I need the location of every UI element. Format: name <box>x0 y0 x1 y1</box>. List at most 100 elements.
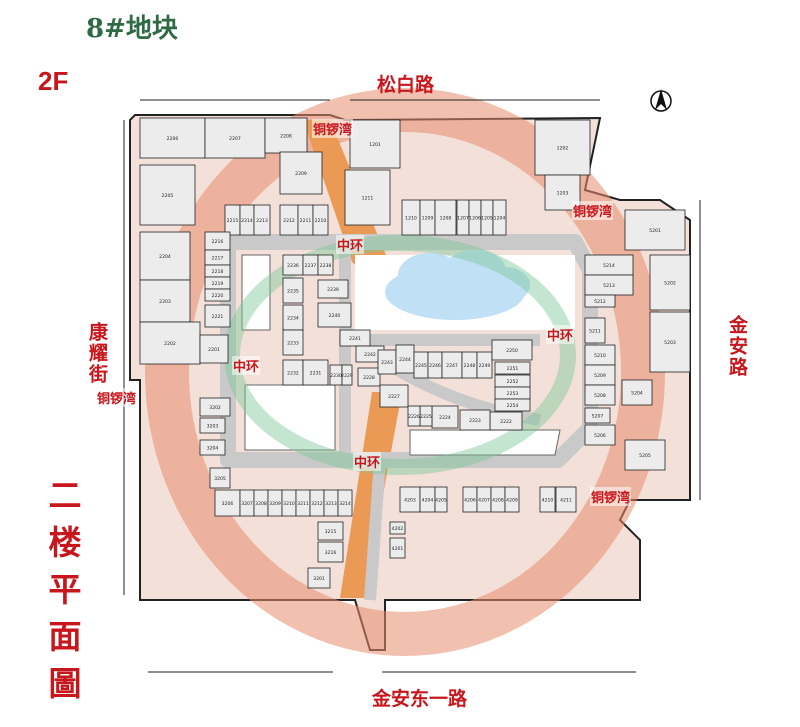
shop-unit-2234[interactable]: 2234 <box>282 304 304 331</box>
shop-unit-4210[interactable]: 4210 <box>539 486 556 513</box>
shop-unit-2237[interactable]: 2237 <box>302 254 319 276</box>
shop-unit-5201[interactable]: 5201 <box>624 209 686 251</box>
shop-unit-5202[interactable]: 5202 <box>649 254 691 311</box>
shop-unit-5212[interactable]: 5212 <box>584 294 616 308</box>
shop-unit-2238[interactable]: 2238 <box>317 254 334 276</box>
shop-unit-3205[interactable]: 3205 <box>209 467 231 489</box>
shop-unit-2220[interactable]: 2220 <box>204 288 231 302</box>
shop-unit-5210[interactable]: 5210 <box>584 344 616 366</box>
shop-unit-3202[interactable]: 3202 <box>199 397 231 417</box>
shop-unit-2253[interactable]: 2253 <box>494 386 531 400</box>
shop-unit-3209[interactable]: 3209 <box>267 489 283 517</box>
shop-unit-2213[interactable]: 2213 <box>253 204 271 236</box>
shop-unit-4206[interactable]: 4206 <box>462 486 478 513</box>
shop-unit-2217[interactable]: 2217 <box>204 249 231 266</box>
shop-unit-2244[interactable]: 2244 <box>395 344 415 374</box>
shop-unit-2248[interactable]: 2248 <box>461 351 478 379</box>
shop-unit-1206[interactable]: 1206 <box>468 199 482 236</box>
shop-unit-3212[interactable]: 3212 <box>309 489 325 517</box>
shop-unit-2218[interactable]: 2218 <box>204 264 231 278</box>
shop-unit-5208[interactable]: 5208 <box>584 384 616 406</box>
shop-unit-3206[interactable]: 3206 <box>214 489 241 517</box>
shop-unit-1211[interactable]: 1211 <box>344 169 391 226</box>
shop-unit-3207[interactable]: 3207 <box>239 489 255 517</box>
shop-unit-5214[interactable]: 5214 <box>584 254 634 276</box>
shop-unit-4201[interactable]: 4201 <box>389 537 406 559</box>
shop-unit-2239[interactable]: 2239 <box>317 279 349 299</box>
shop-unit-2227[interactable]: 2227 <box>379 384 409 408</box>
shop-unit-2233[interactable]: 2233 <box>282 329 304 356</box>
shop-unit-2228[interactable]: 2228 <box>357 367 381 387</box>
shop-unit-2206[interactable]: 2206 <box>139 117 206 159</box>
shop-unit-2222[interactable]: 2222 <box>489 411 523 431</box>
shop-unit-5204[interactable]: 5204 <box>621 379 653 406</box>
shop-unit-2231[interactable]: 2231 <box>302 359 329 386</box>
shop-unit-1201[interactable]: 1201 <box>349 119 401 169</box>
shop-unit-2243[interactable]: 2243 <box>377 349 397 375</box>
shop-unit-4209[interactable]: 4209 <box>504 486 520 513</box>
shop-unit-2225[interactable]: 2225 <box>419 405 433 427</box>
shop-unit-2205[interactable]: 2205 <box>139 164 196 226</box>
shop-unit-2232[interactable]: 2232 <box>282 359 304 386</box>
shop-unit-5203[interactable]: 5203 <box>649 311 691 373</box>
shop-unit-2247[interactable]: 2247 <box>441 351 463 379</box>
shop-unit-2202[interactable]: 2202 <box>139 321 201 365</box>
shop-unit-2235[interactable]: 2235 <box>282 277 304 304</box>
shop-unit-3213[interactable]: 3213 <box>323 489 339 517</box>
shop-unit-5213[interactable]: 5213 <box>584 274 634 296</box>
shop-unit-1208[interactable]: 1208 <box>434 199 457 236</box>
shop-unit-2207[interactable]: 2207 <box>204 117 266 159</box>
shop-unit-4203[interactable]: 4203 <box>399 486 421 513</box>
shop-unit-4211[interactable]: 4211 <box>555 486 577 513</box>
shop-unit-5205[interactable]: 5205 <box>624 439 666 471</box>
shop-unit-1202[interactable]: 1202 <box>534 119 591 176</box>
shop-unit-5206[interactable]: 5206 <box>584 424 616 446</box>
shop-unit-3210[interactable]: 3210 <box>281 489 297 517</box>
shop-unit-2219[interactable]: 2219 <box>204 276 231 290</box>
shop-unit-3216[interactable]: 3216 <box>317 541 344 563</box>
shop-unit-4205[interactable]: 4205 <box>434 486 448 513</box>
shop-unit-3203[interactable]: 3203 <box>199 417 226 434</box>
shop-unit-2215[interactable]: 2215 <box>224 204 241 236</box>
shop-unit-2209[interactable]: 2209 <box>279 151 323 195</box>
shop-unit-2221[interactable]: 2221 <box>204 304 231 328</box>
shop-unit-2226[interactable]: 2226 <box>407 405 421 427</box>
shop-unit-2214[interactable]: 2214 <box>239 204 255 236</box>
shop-unit-4207[interactable]: 4207 <box>476 486 492 513</box>
shop-unit-1205[interactable]: 1205 <box>480 199 494 236</box>
shop-unit-2216[interactable]: 2216 <box>204 231 231 251</box>
shop-unit-2245[interactable]: 2245 <box>413 351 429 379</box>
shop-unit-4204[interactable]: 4204 <box>419 486 436 513</box>
shop-unit-2250[interactable]: 2250 <box>491 339 533 361</box>
shop-unit-5207[interactable]: 5207 <box>584 407 611 424</box>
shop-unit-2208[interactable]: 2208 <box>264 117 308 154</box>
shop-unit-2246[interactable]: 2246 <box>427 351 443 379</box>
shop-unit-2229[interactable]: 2229 <box>341 364 353 386</box>
shop-unit-2204[interactable]: 2204 <box>139 231 191 281</box>
shop-unit-2254[interactable]: 2254 <box>494 398 531 412</box>
shop-unit-5211[interactable]: 5211 <box>584 317 606 344</box>
shop-unit-4202[interactable]: 4202 <box>389 521 406 535</box>
shop-unit-2240[interactable]: 2240 <box>317 302 352 328</box>
shop-unit-2224[interactable]: 2224 <box>431 405 459 429</box>
shop-unit-1209[interactable]: 1209 <box>419 199 436 236</box>
shop-unit-2252[interactable]: 2252 <box>494 374 531 388</box>
shop-unit-4208[interactable]: 4208 <box>490 486 506 513</box>
shop-unit-2210[interactable]: 2210 <box>312 204 329 236</box>
shop-unit-3215[interactable]: 3215 <box>317 521 344 541</box>
shop-unit-2212[interactable]: 2212 <box>279 204 299 236</box>
shop-unit-2236[interactable]: 2236 <box>282 254 304 276</box>
shop-unit-3201[interactable]: 3201 <box>307 567 331 589</box>
shop-unit-2241[interactable]: 2241 <box>339 329 371 347</box>
shop-unit-2203[interactable]: 2203 <box>139 279 191 323</box>
shop-unit-5209[interactable]: 5209 <box>584 364 616 386</box>
shop-unit-1207[interactable]: 1207 <box>456 199 470 236</box>
shop-unit-3211[interactable]: 3211 <box>295 489 311 517</box>
shop-unit-2251[interactable]: 2251 <box>494 361 531 375</box>
shop-unit-2223[interactable]: 2223 <box>459 409 491 431</box>
shop-unit-1204[interactable]: 1204 <box>492 199 507 236</box>
shop-unit-2249[interactable]: 2249 <box>476 351 493 379</box>
shop-unit-3214[interactable]: 3214 <box>337 489 353 517</box>
shop-unit-3208[interactable]: 3208 <box>253 489 269 517</box>
shop-unit-1210[interactable]: 1210 <box>401 199 421 236</box>
